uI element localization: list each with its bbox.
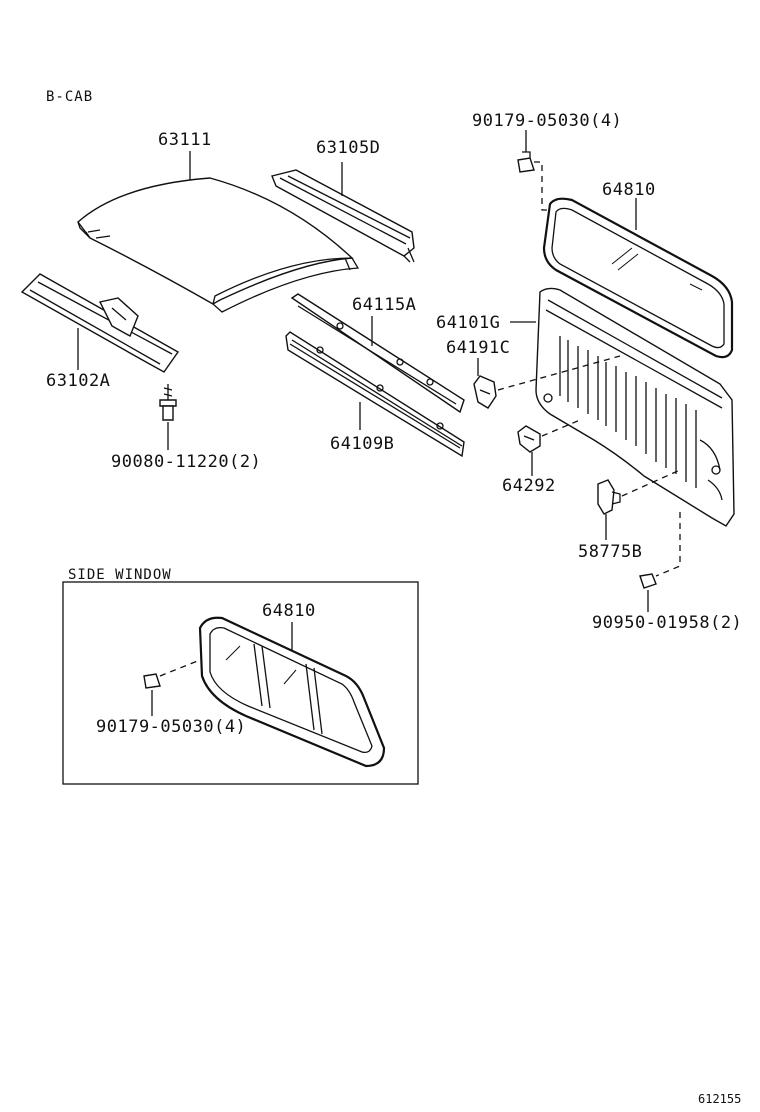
label-64115a[interactable]: 64115A	[352, 295, 417, 315]
label-side-90179-05030[interactable]: 90179-05030(4)	[96, 717, 247, 737]
roof-bow-64115a[interactable]	[290, 293, 465, 414]
back-panel-64101g[interactable]	[535, 287, 735, 527]
label-90950-01958[interactable]: 90950-01958(2)	[592, 613, 743, 633]
label-64810-top[interactable]: 64810	[602, 180, 656, 200]
section-title: B-CAB	[46, 89, 94, 105]
back-panel-reinforcement-64109b[interactable]	[285, 331, 465, 458]
roof-rear-header-63105d[interactable]	[271, 169, 415, 263]
clip-90950-01958[interactable]	[639, 573, 657, 589]
label-63111[interactable]: 63111	[158, 130, 212, 150]
label-63102a[interactable]: 63102A	[46, 371, 111, 391]
clip-90179-05030-top[interactable]	[517, 151, 535, 173]
side-window-title: SIDE WINDOW	[68, 567, 172, 583]
label-side-64810[interactable]: 64810	[262, 601, 316, 621]
figure-code: 612155	[698, 1092, 742, 1106]
label-64292[interactable]: 64292	[502, 476, 556, 496]
back-window-glass-64810[interactable]	[542, 197, 734, 359]
bracket-64292[interactable]	[517, 425, 541, 453]
roof-front-header-63102a[interactable]	[20, 273, 180, 373]
hook-58775b[interactable]	[597, 479, 621, 515]
bolt-90080-11220[interactable]	[159, 384, 177, 421]
side-window-box	[62, 581, 419, 785]
label-64109b[interactable]: 64109B	[330, 434, 395, 454]
side-window-clip-90179-05030[interactable]	[143, 673, 161, 689]
bracket-64191c[interactable]	[473, 375, 497, 409]
roof-panel-63111[interactable]	[77, 177, 360, 313]
label-90179-05030-top[interactable]: 90179-05030(4)	[472, 111, 623, 131]
label-64191c[interactable]: 64191C	[446, 338, 511, 358]
label-90080-11220[interactable]: 90080-11220(2)	[111, 452, 262, 472]
label-64101g[interactable]: 64101G	[436, 313, 501, 333]
side-window-glass-64810[interactable]	[198, 616, 386, 768]
label-63105d[interactable]: 63105D	[316, 138, 381, 158]
label-58775b[interactable]: 58775B	[578, 542, 643, 562]
